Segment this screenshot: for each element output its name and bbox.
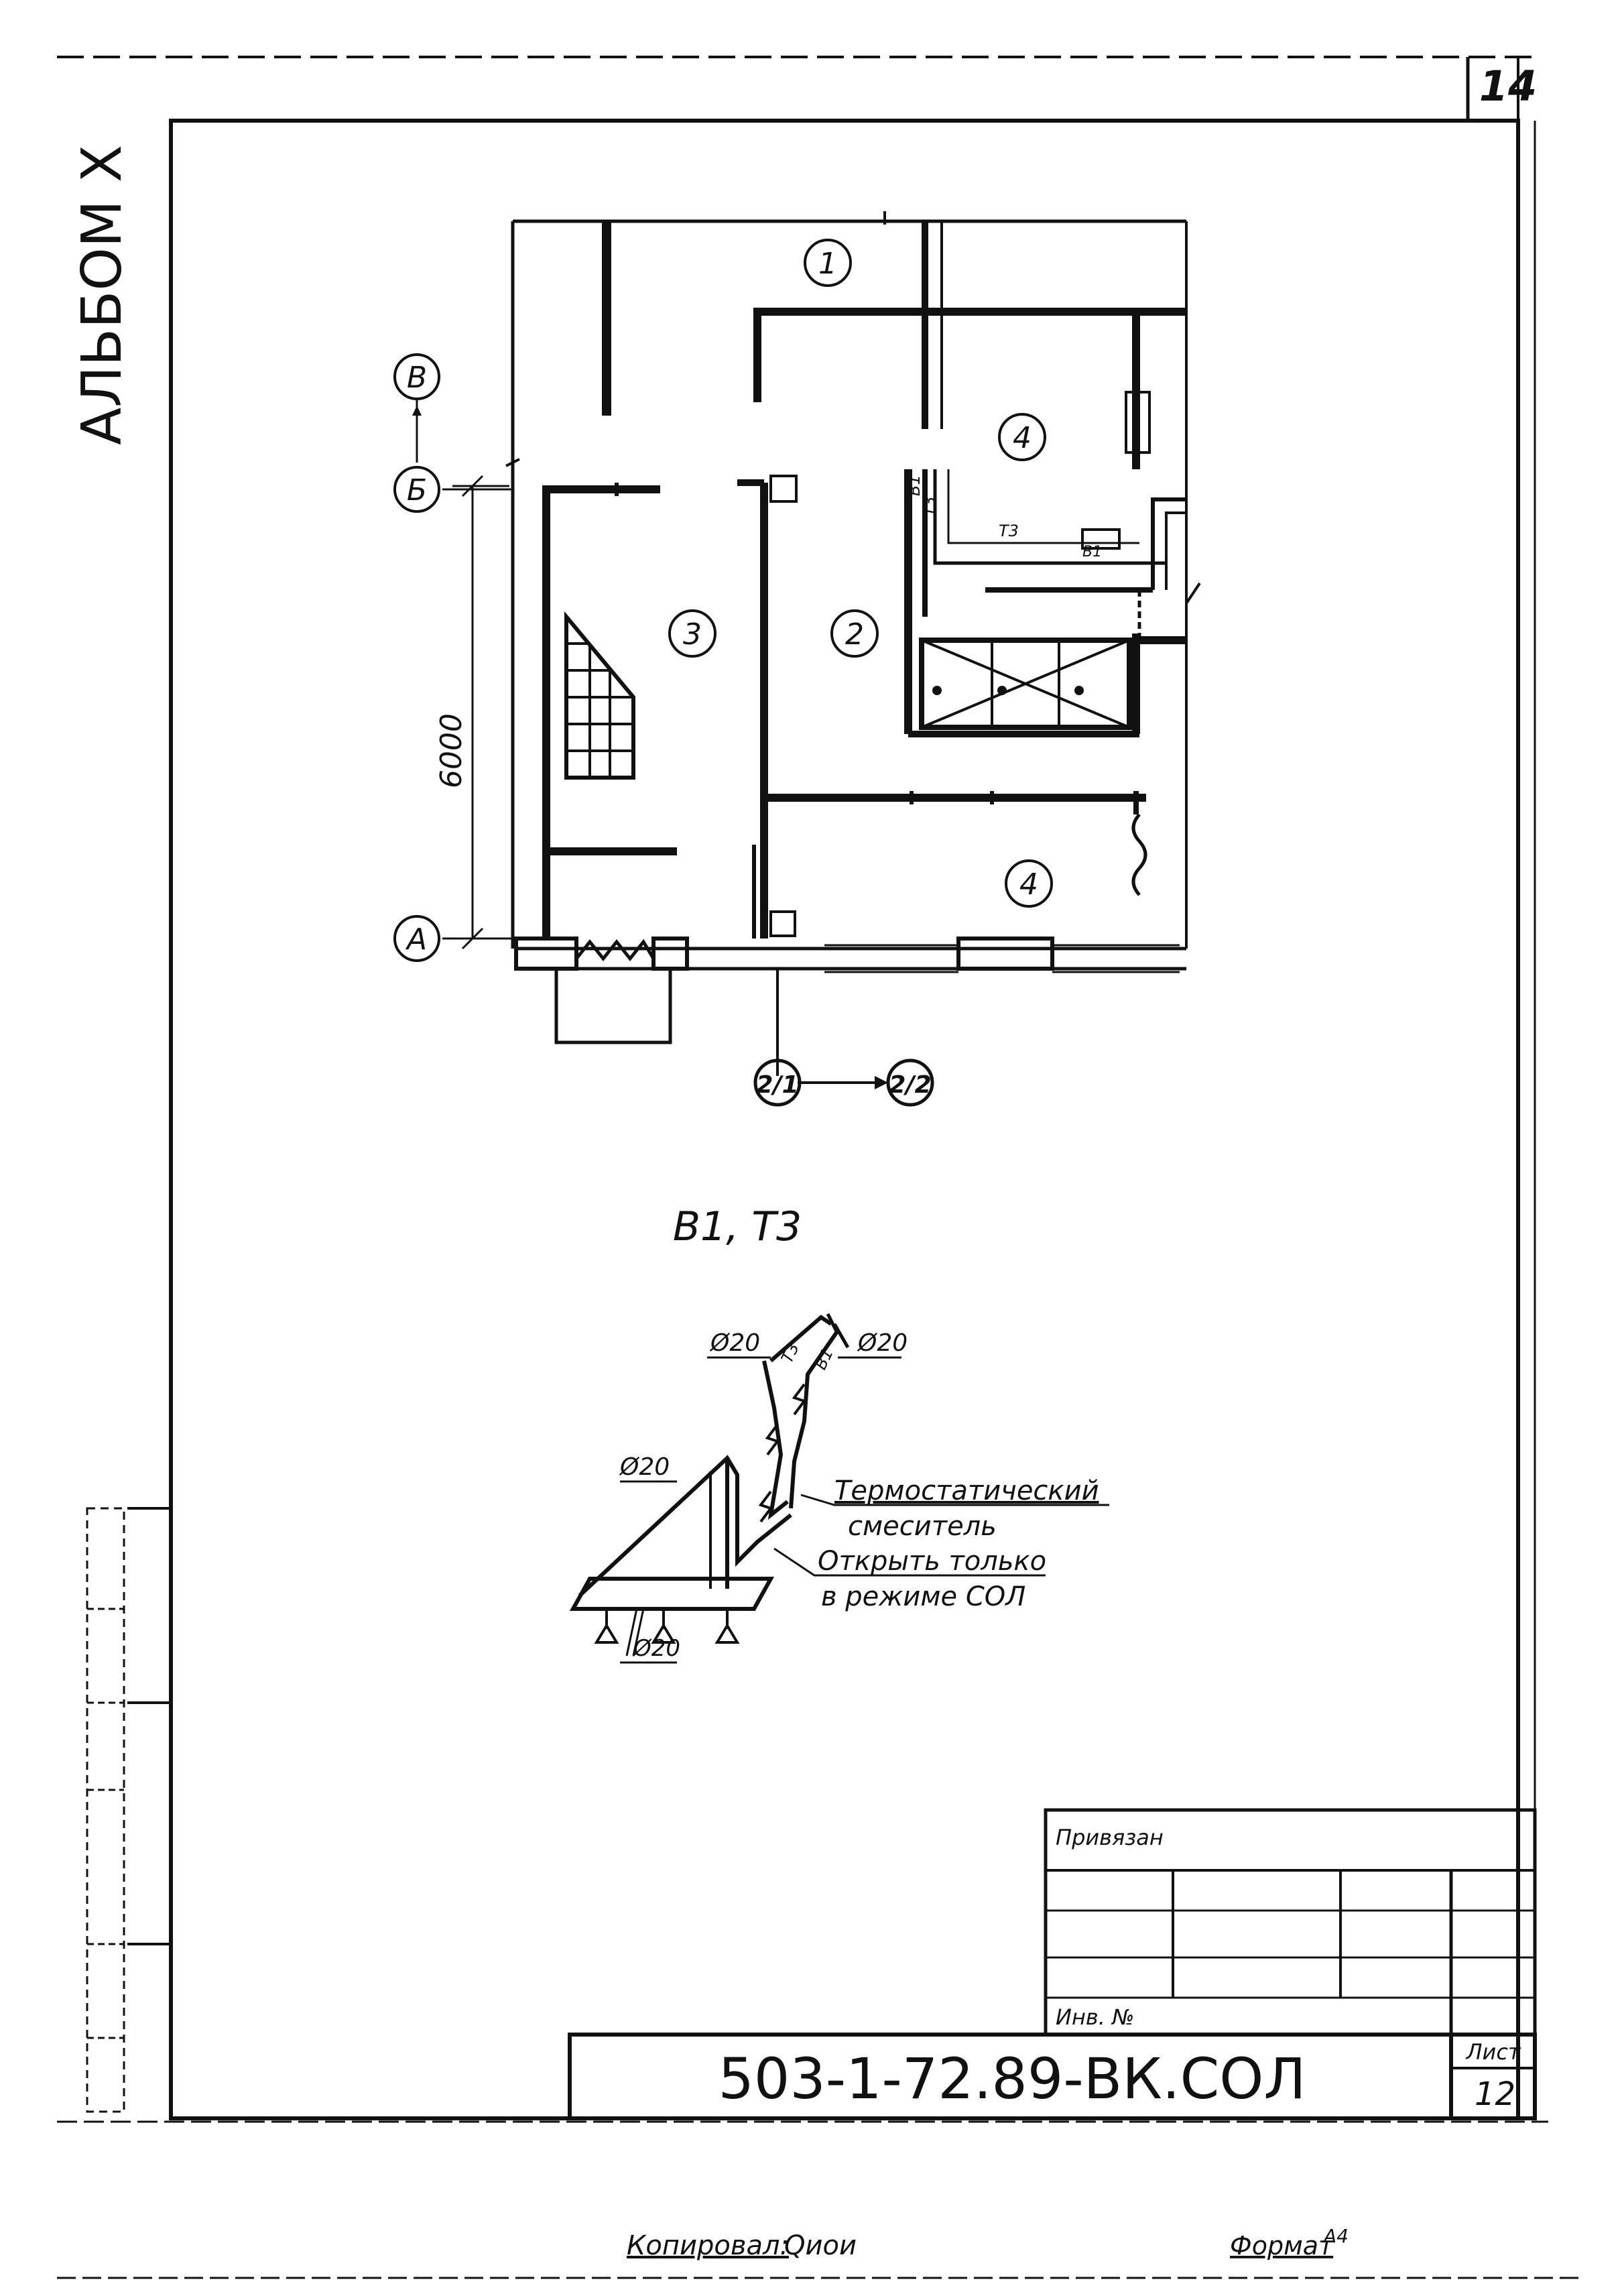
note-mixer-line2: смеситель [848, 1511, 997, 1542]
plan-pipe-label-t3-horizontal: Т3 [999, 522, 1019, 540]
svg-text:4: 4 [1019, 867, 1038, 902]
diameter-label-v1: Ø20 [857, 1329, 908, 1357]
svg-text:2/1: 2/1 [756, 1071, 798, 1099]
dimension-value: 6000 [434, 713, 469, 788]
note-valve-line2: в режиме СОЛ [821, 1581, 1025, 1612]
copied-by-signature: Qиои [784, 2230, 857, 2261]
room-label-3: 3 [668, 609, 716, 658]
left-approval-stamp [86, 1507, 171, 2113]
document-code: 503-1-72.89-ВК.СОЛ [718, 2046, 1306, 2112]
format-value: А4 [1322, 2225, 1349, 2247]
title-block [568, 1808, 1537, 2120]
plan-pipe-label-t3-vertical: Т3 [920, 496, 939, 516]
scheme-title: В1, Т3 [673, 1203, 802, 1250]
room-label-4-lower: 4 [1005, 859, 1053, 908]
svg-text:3: 3 [683, 617, 702, 652]
room-label-1: 1 [804, 239, 852, 287]
album-label: АЛЬБОМ Ⅹ [70, 145, 134, 445]
axis-bubbles [412, 399, 513, 940]
svg-text:2/2: 2/2 [889, 1071, 931, 1099]
format-label: Формат [1230, 2231, 1334, 2260]
sheet-label: Лист [1465, 2039, 1521, 2065]
note-mixer-line1: Термостатический [834, 1475, 1099, 1506]
svg-text:2: 2 [845, 617, 864, 652]
plan-pipe-label-v1-horizontal: В1 [1082, 544, 1102, 560]
scheme-riser-label-v1: В1 [811, 1345, 837, 1373]
axis-bubble-v: В [393, 353, 440, 400]
diameter-label-sprinklers: Ø20 [632, 1635, 680, 1662]
room-label-2: 2 [830, 609, 879, 658]
stair [564, 611, 635, 780]
plan-pipe-label-v1-vertical: В1 [905, 475, 924, 496]
linked-label: Привязан [1056, 1825, 1164, 1850]
page-number: 14 [1479, 62, 1537, 111]
svg-text:1: 1 [818, 247, 837, 281]
inventory-label: Инв. № [1056, 2004, 1134, 2030]
dimension-6000: 6000 [434, 475, 509, 950]
diameter-label-t3: Ø20 [709, 1329, 760, 1357]
room-label-4-upper: 4 [998, 413, 1046, 461]
sheet-frame [57, 56, 1582, 2279]
section-callout-to: 2/2 [886, 1059, 934, 1107]
copied-by-label: Копировал: [627, 2230, 789, 2261]
svg-text:В: В [407, 361, 427, 395]
floor-plan [505, 211, 1201, 1089]
axis-bubble-a: А [393, 915, 440, 962]
svg-text:4: 4 [1013, 421, 1032, 455]
svg-text:Б: Б [407, 473, 427, 507]
axonometric-scheme [569, 1313, 1109, 1664]
axis-bubble-b: Б [393, 466, 440, 513]
sheet-number: 12 [1475, 2075, 1515, 2113]
svg-text:А: А [405, 922, 427, 957]
section-callout-from: 2/1 [753, 1059, 802, 1107]
diameter-label-supply: Ø20 [619, 1453, 670, 1481]
note-valve-line1: Открыть только [818, 1546, 1046, 1577]
scheme-riser-label-t3: Т3 [777, 1340, 803, 1366]
